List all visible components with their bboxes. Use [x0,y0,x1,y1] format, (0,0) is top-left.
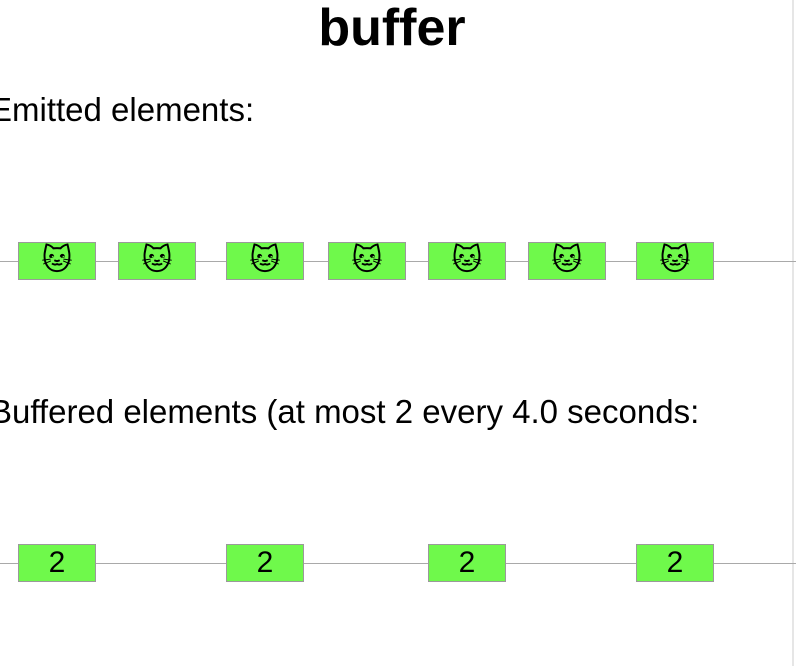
cat-face-icon: 🐱 [351,243,383,278]
buffered-marble: 2 [226,544,304,582]
page-title: buffer [318,0,466,57]
cat-face-icon: 🐱 [141,243,173,278]
emitted-marble: 🐱 [226,242,304,280]
cat-face-icon: 🐱 [451,243,483,278]
emitted-timeline: 🐱 🐱 🐱 🐱 🐱 🐱 🐱 [0,240,796,284]
emitted-marble: 🐱 [528,242,606,280]
emitted-elements-label: Emitted elements: [0,91,255,128]
emitted-marble: 🐱 [328,242,406,280]
buffered-marble: 2 [428,544,506,582]
cat-face-icon: 🐱 [659,243,691,278]
buffered-timeline-axis [0,563,796,564]
emitted-marble: 🐱 [636,242,714,280]
buffered-marble: 2 [18,544,96,582]
buffered-marble: 2 [636,544,714,582]
buffered-elements-label: Buffered elements (at most 2 every 4.0 s… [0,393,700,430]
buffered-timeline: 2 2 2 2 [0,542,796,586]
cat-face-icon: 🐱 [249,243,281,278]
cat-face-icon: 🐱 [41,243,73,278]
emitted-marble: 🐱 [428,242,506,280]
window-right-edge [792,0,794,666]
cat-face-icon: 🐱 [551,243,583,278]
emitted-marble: 🐱 [118,242,196,280]
emitted-marble: 🐱 [18,242,96,280]
